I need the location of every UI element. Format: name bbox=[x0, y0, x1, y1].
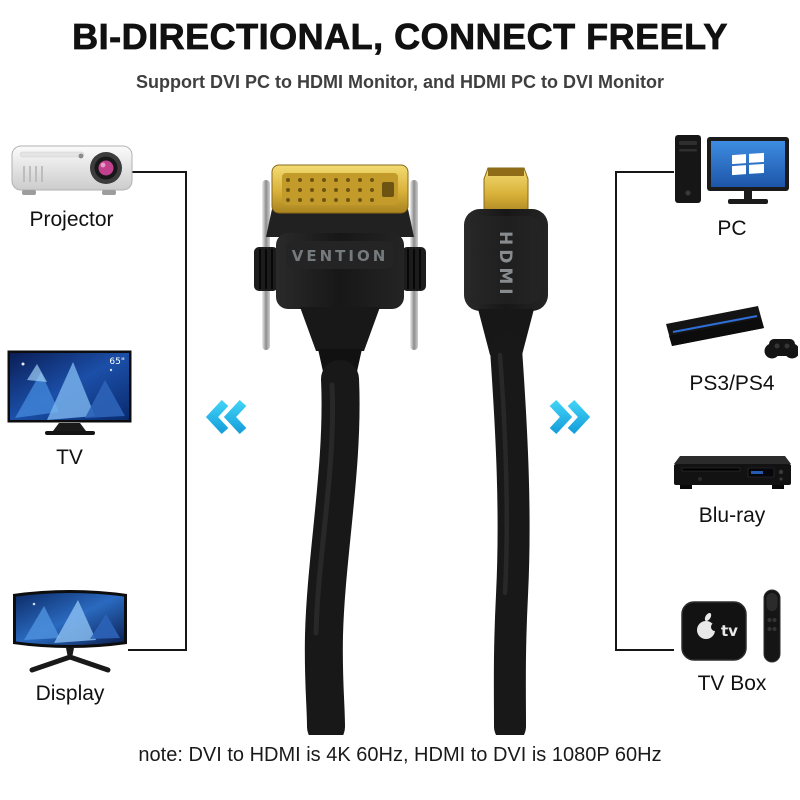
device-label-projector: Projector bbox=[29, 208, 114, 231]
device-label-bluray: Blu-ray bbox=[698, 504, 766, 527]
hdmi-cable bbox=[490, 333, 530, 735]
dvi-brand-text: VENTION bbox=[292, 247, 389, 265]
tv-size-badge: 65" bbox=[109, 357, 125, 367]
dvi-hdmi-cable-image: VENTION HDMI bbox=[254, 164, 548, 735]
device-bluray: Blu-ray bbox=[668, 452, 796, 528]
right-bracket-line bbox=[615, 171, 674, 651]
tv-box-icon: tv bbox=[681, 589, 781, 663]
hdmi-connector: HDMI bbox=[464, 167, 548, 735]
hdmi-label-text: HDMI bbox=[495, 231, 515, 299]
device-label-tvbox: TV Box bbox=[697, 672, 767, 695]
curved-display-icon bbox=[13, 590, 127, 673]
device-label-tv: TV bbox=[56, 446, 83, 469]
double-chevron-right-icon bbox=[549, 399, 590, 435]
page-subtitle: Support DVI PC to HDMI Monitor, and HDMI… bbox=[136, 72, 664, 92]
blu-ray-player-icon bbox=[673, 456, 791, 489]
game-console-icon bbox=[666, 306, 798, 359]
device-tv: 65" TV bbox=[2, 350, 137, 470]
device-projector: Projector bbox=[4, 138, 139, 232]
device-console: PS3/PS4 bbox=[666, 302, 798, 396]
apple-logo-icon bbox=[697, 612, 719, 639]
device-pc: PC bbox=[672, 133, 792, 241]
double-chevron-left-icon bbox=[206, 399, 247, 435]
dvi-pins bbox=[286, 178, 394, 202]
device-display: Display bbox=[4, 586, 136, 706]
left-bracket-line bbox=[128, 171, 187, 651]
device-tvbox: tv TV Box bbox=[676, 586, 788, 696]
device-label-console: PS3/PS4 bbox=[689, 372, 775, 395]
desktop-pc-icon bbox=[675, 135, 789, 204]
dvi-cable bbox=[304, 360, 360, 735]
projector-icon bbox=[11, 145, 132, 195]
device-label-pc: PC bbox=[717, 217, 747, 240]
tv-icon: 65" bbox=[7, 350, 132, 435]
tvbox-logo-text: tv bbox=[721, 622, 738, 640]
page-title: BI-DIRECTIONAL, CONNECT FREELY bbox=[72, 16, 728, 58]
footer-note: note: DVI to HDMI is 4K 60Hz, HDMI to DV… bbox=[138, 744, 662, 766]
device-label-display: Display bbox=[35, 682, 105, 705]
dvi-connector: VENTION bbox=[254, 164, 426, 735]
